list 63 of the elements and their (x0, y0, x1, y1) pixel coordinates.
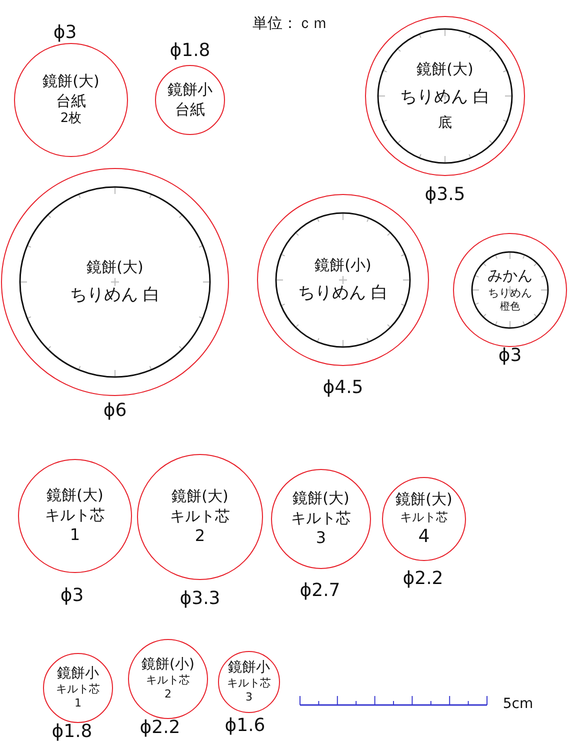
body-text: キルト芯 (291, 508, 351, 528)
title-text: 鏡餅(大) (396, 490, 452, 510)
diameter-label: ϕ1.8 (52, 721, 92, 742)
body-text: 台紙 (175, 100, 205, 120)
body-text: ちりめん (488, 286, 532, 300)
note-text: 2枚 (60, 111, 82, 128)
scale-label: 5cm (502, 696, 534, 712)
pattern-circle (453, 233, 567, 347)
body-text: キルト芯 (170, 506, 230, 526)
diameter-label: ϕ2.2 (402, 568, 444, 589)
diameter-label: ϕ1.6 (224, 715, 266, 736)
note-text: 2 (194, 526, 206, 547)
diameter-label: ϕ3 (60, 585, 84, 606)
note-text: 底 (438, 114, 452, 132)
note-text: 1 (70, 525, 80, 546)
title-text: 鏡餅(大) (86, 258, 144, 278)
pattern-circle (14, 43, 128, 157)
pattern-circle (271, 469, 371, 569)
body-text: キルト芯 (56, 682, 100, 698)
pattern-circle (128, 639, 208, 719)
title-text: 鏡餅小 (57, 664, 99, 683)
pattern-circle (43, 653, 113, 723)
title-text: 鏡餅(大) (416, 60, 474, 80)
note-text: 2 (164, 688, 172, 702)
diameter-label: ϕ4.5 (322, 377, 364, 398)
diameter-label: ϕ2.7 (300, 580, 340, 601)
body-text: 台紙 (56, 92, 86, 112)
note-text: 3 (316, 528, 326, 549)
diameter-label: ϕ6 (103, 400, 127, 421)
title-text: 鏡餅(大) (42, 72, 100, 92)
diameter-label: ϕ2.2 (140, 717, 180, 738)
title-text: みかん (488, 266, 532, 286)
diameter-label: ϕ3.5 (424, 184, 466, 205)
diameter-label: ϕ3.3 (180, 588, 220, 609)
title-text: 鏡餅小 (168, 80, 212, 100)
pattern-circle (18, 459, 132, 573)
note-text: 4 (418, 524, 430, 548)
pattern-circle (137, 454, 263, 580)
pattern-circle (365, 16, 525, 176)
title-text: 鏡餅(小) (142, 656, 194, 674)
title-text: 鏡餅(小) (314, 256, 372, 276)
diameter-label: ϕ1.8 (170, 40, 210, 61)
body-text: ちりめん 白 (298, 282, 388, 304)
note-text: 橙色 (500, 300, 520, 314)
pattern-circle (1, 168, 229, 396)
body-text: ちりめん 白 (70, 284, 160, 306)
title-text: 鏡餅(大) (292, 489, 350, 509)
title-text: 鏡餅小 (228, 658, 270, 677)
title-text: 鏡餅(大) (172, 487, 228, 507)
diameter-label: ϕ3 (498, 345, 522, 366)
body-text: キルト芯 (146, 674, 190, 688)
pattern-circle (382, 477, 466, 561)
note-text: 3 (246, 691, 252, 706)
title-text: 鏡餅(大) (46, 486, 104, 506)
diameter-label: ϕ3 (53, 22, 77, 43)
unit-note: 単位：ｃｍ (252, 14, 328, 33)
body-text: キルト芯 (227, 676, 271, 692)
note-text: 1 (74, 697, 82, 712)
pattern-circle (218, 651, 280, 713)
body-text: キルト芯 (400, 509, 448, 525)
pattern-circle (155, 65, 225, 135)
body-text: ちりめん 白 (400, 86, 490, 108)
body-text: キルト芯 (45, 506, 105, 526)
